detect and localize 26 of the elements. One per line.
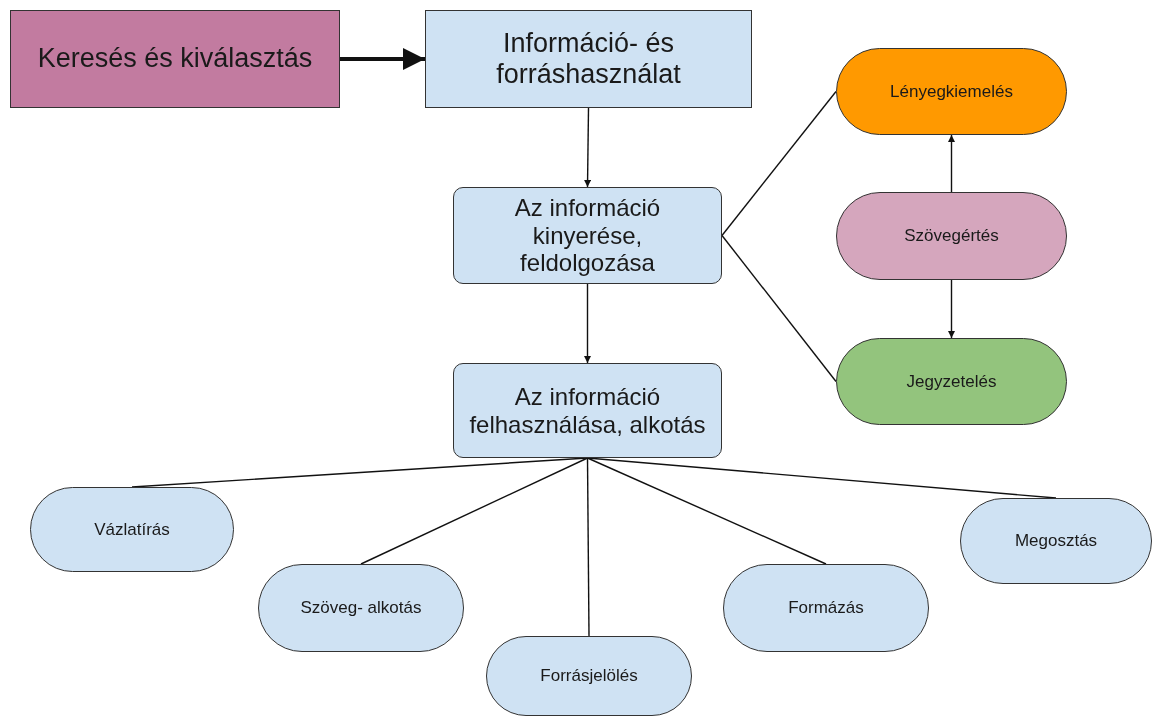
node-label: Megosztás xyxy=(1014,531,1098,551)
node-label: Információ- és forráshasználat xyxy=(495,27,682,91)
node-label: Forrásjelölés xyxy=(540,666,638,686)
arrow xyxy=(584,283,591,364)
node-label: Szövegértés xyxy=(904,226,999,246)
connector-line xyxy=(586,457,590,637)
connector-line xyxy=(721,90,837,237)
node-label: Jegyzetelés xyxy=(906,371,997,392)
process-box xyxy=(10,10,340,108)
arrow xyxy=(584,107,592,188)
node-label: Az információ kinyerése, feldolgozása xyxy=(513,194,662,277)
node-label: Az információ felhasználása, alkotás xyxy=(468,382,707,439)
connector-line xyxy=(586,457,827,565)
node-label: Vázlatírás xyxy=(94,519,170,540)
node-label: Keresés és kiválasztás xyxy=(37,43,313,75)
arrow xyxy=(340,48,425,70)
node-label: Szöveg- alkotás xyxy=(300,598,422,618)
process-box xyxy=(425,10,752,108)
node-label: Formázás xyxy=(788,598,864,618)
arrow xyxy=(948,279,955,339)
connector-line xyxy=(360,457,589,565)
connector-line xyxy=(721,234,837,383)
process-box xyxy=(453,363,722,458)
node-label: Lényegkiemelés xyxy=(890,81,1013,102)
arrow xyxy=(948,134,955,193)
process-box xyxy=(453,187,722,284)
